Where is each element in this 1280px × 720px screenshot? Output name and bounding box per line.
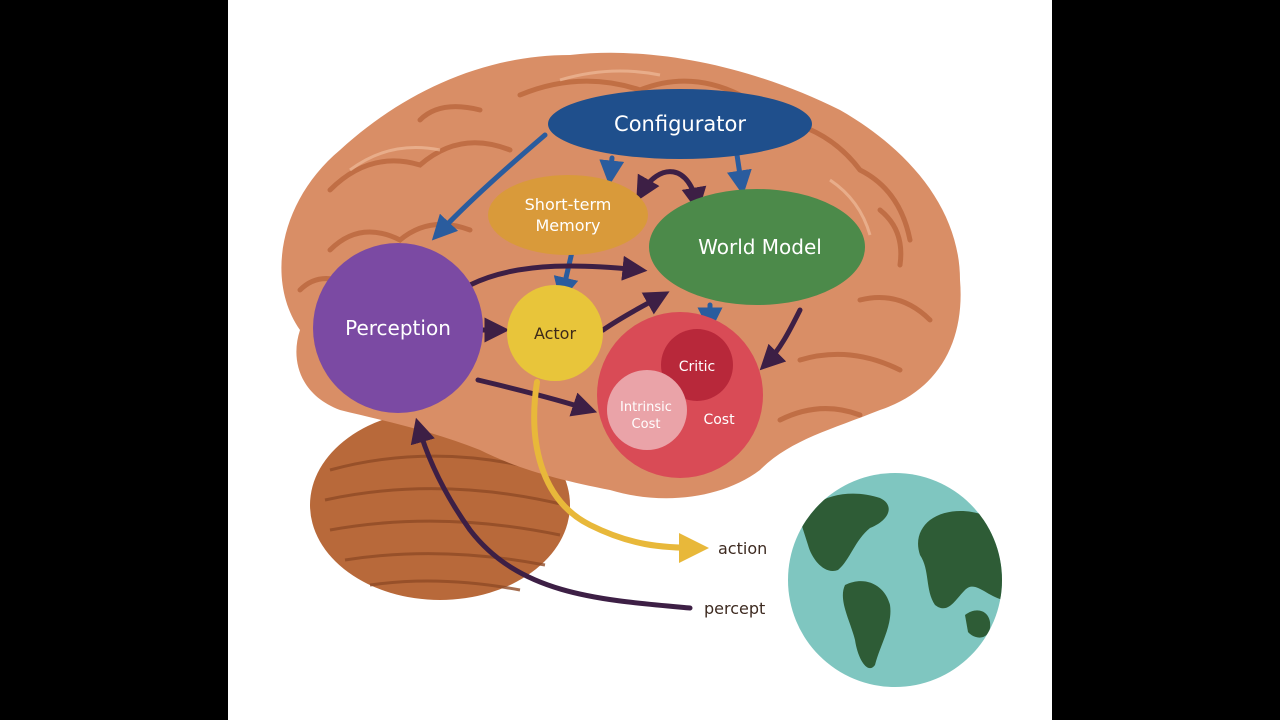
critic-shape: [661, 329, 733, 401]
node-short-term-memory: Short-term Memory: [488, 175, 648, 255]
intrinsic-cost-shape: [607, 370, 687, 450]
globe-continents: [800, 493, 1002, 669]
node-perception: Perception: [313, 243, 483, 413]
arrow-actor-to-action: [531, 379, 709, 563]
short-term-memory-label-line2: Memory: [535, 216, 600, 235]
configurator-shape: [548, 89, 812, 159]
action-label: action: [718, 539, 767, 558]
arrow-actor-to-world-model: [600, 291, 670, 333]
brain-highlights: [349, 69, 872, 236]
percept-label: percept: [704, 599, 765, 618]
critic-label: Critic: [679, 359, 716, 375]
intrinsic-cost-label-line2: Cost: [632, 417, 661, 432]
node-configurator: Configurator: [548, 89, 812, 159]
short-term-memory-shape: [488, 175, 648, 255]
perception-label: Perception: [345, 316, 451, 340]
configurator-label: Configurator: [614, 112, 746, 136]
arrow-configurator-to-world-model: [727, 152, 752, 196]
actor-label: Actor: [534, 324, 577, 343]
node-actor: Actor: [507, 285, 603, 381]
arrow-percept-to-perception: [410, 417, 693, 611]
intrinsic-cost-label-line1: Intrinsic: [620, 400, 672, 415]
node-world-model: World Model: [649, 189, 865, 305]
world-model-label: World Model: [698, 235, 822, 259]
perception-shape: [313, 243, 483, 413]
arrow-perception-to-world-model: [467, 255, 648, 288]
arrow-configurator-to-memory: [599, 155, 625, 186]
cost-label: Cost: [703, 412, 735, 428]
arrow-perception-to-cost: [475, 377, 598, 417]
actor-shape: [507, 285, 603, 381]
world-model-shape: [649, 189, 865, 305]
arrow-world-model-to-critic: [759, 307, 803, 371]
arrows-layer: [410, 132, 803, 611]
arrow-configurator-to-perception: [431, 132, 548, 241]
short-term-memory-label-line1: Short-term: [525, 195, 612, 214]
arrow-memory-world-model-bidirectional: [636, 169, 707, 213]
globe-icon: [788, 473, 1002, 687]
node-cost: Critic Intrinsic Cost Cost: [597, 312, 763, 478]
